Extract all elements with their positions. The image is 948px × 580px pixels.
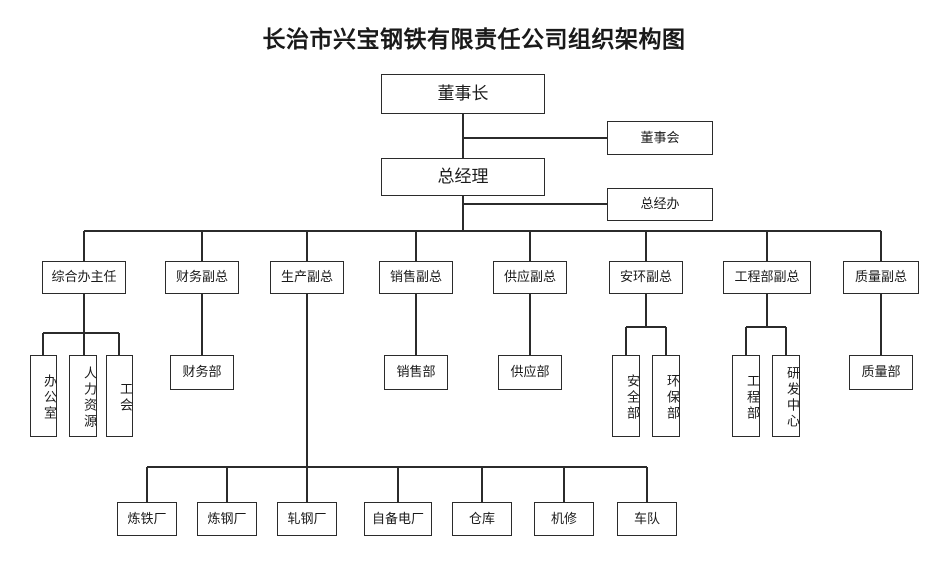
node-dept-safety-env-vp[interactable]: 安环副总: [609, 261, 683, 294]
node-sub-rd-center[interactable]: 研发中心: [772, 355, 800, 437]
node-dept-production-vp[interactable]: 生产副总: [270, 261, 344, 294]
node-plant-maintenance[interactable]: 机修: [534, 502, 594, 536]
node-sub-quality-dept[interactable]: 质量部: [849, 355, 913, 390]
node-plant-rolling[interactable]: 轧钢厂: [277, 502, 337, 536]
node-sub-supply-dept[interactable]: 供应部: [498, 355, 562, 390]
node-dept-general-office-director[interactable]: 综合办主任: [42, 261, 126, 294]
node-plant-power[interactable]: 自备电厂: [364, 502, 432, 536]
node-dept-finance-vp[interactable]: 财务副总: [165, 261, 239, 294]
node-sub-labor-union[interactable]: 工会: [106, 355, 133, 437]
node-sub-environment-dept[interactable]: 环保部: [652, 355, 680, 437]
node-sub-engineering-dept[interactable]: 工程部: [732, 355, 760, 437]
node-sub-human-resources[interactable]: 人力资源: [69, 355, 97, 437]
node-general-manager[interactable]: 总经理: [381, 158, 545, 196]
node-sub-sales-dept[interactable]: 销售部: [384, 355, 448, 390]
node-dept-supply-vp[interactable]: 供应副总: [493, 261, 567, 294]
node-dept-quality-vp[interactable]: 质量副总: [843, 261, 919, 294]
node-plant-ironmaking[interactable]: 炼铁厂: [117, 502, 177, 536]
node-board-of-directors[interactable]: 董事会: [607, 121, 713, 155]
node-dept-sales-vp[interactable]: 销售副总: [379, 261, 453, 294]
node-plant-steelmaking[interactable]: 炼钢厂: [197, 502, 257, 536]
node-plant-fleet[interactable]: 车队: [617, 502, 677, 536]
node-sub-safety-dept[interactable]: 安全部: [612, 355, 640, 437]
page-title: 长治市兴宝钢铁有限责任公司组织架构图: [262, 27, 686, 52]
node-plant-warehouse[interactable]: 仓库: [452, 502, 512, 536]
node-gm-office[interactable]: 总经办: [607, 188, 713, 221]
node-sub-office[interactable]: 办公室: [30, 355, 57, 437]
node-dept-engineering-vp[interactable]: 工程部副总: [723, 261, 811, 294]
node-sub-finance-dept[interactable]: 财务部: [170, 355, 234, 390]
node-chairman[interactable]: 董事长: [381, 74, 545, 114]
